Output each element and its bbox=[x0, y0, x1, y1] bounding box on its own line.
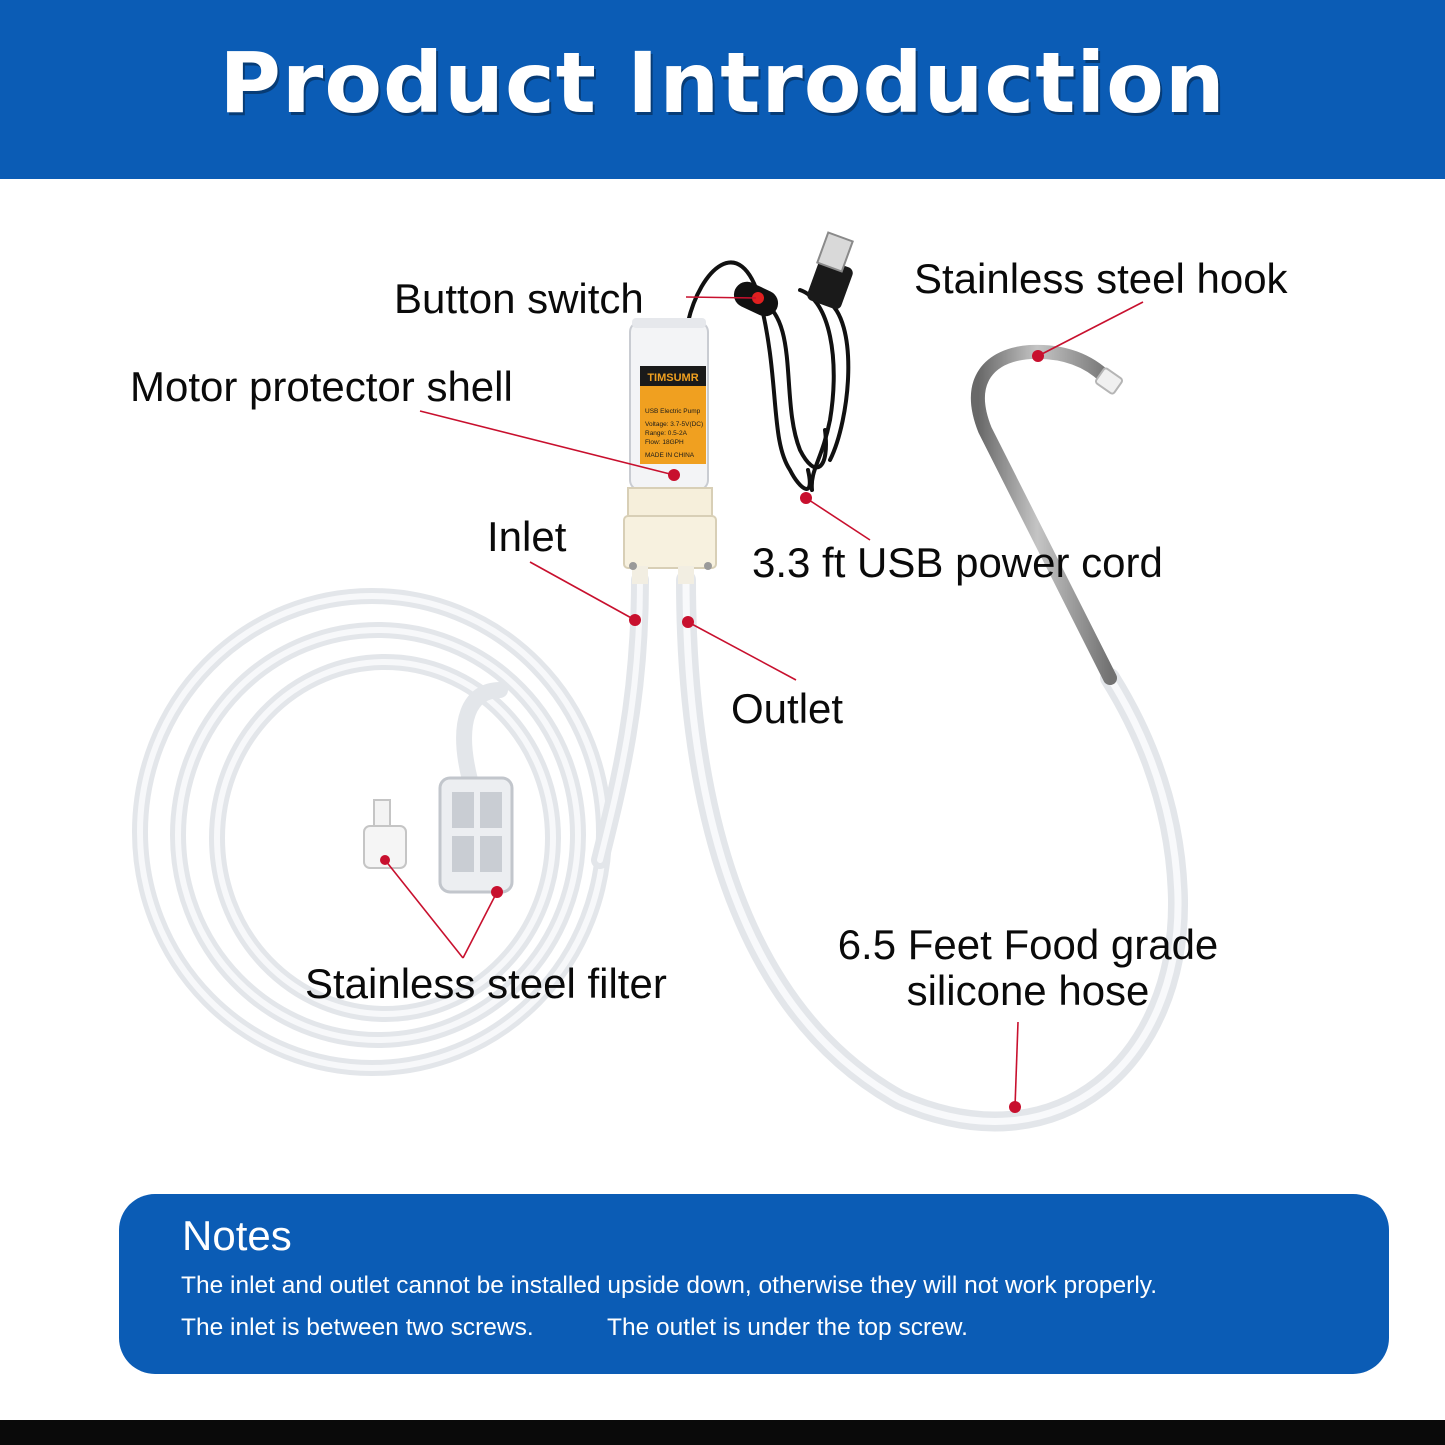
outlet-hose bbox=[676, 570, 1189, 1132]
pump-spec-1: USB Electric Pump bbox=[645, 408, 701, 415]
notes-line-2a: The inlet is between two screws. bbox=[181, 1314, 534, 1341]
notes-title: Notes bbox=[182, 1212, 292, 1259]
label-button-switch: Button switch bbox=[394, 275, 644, 322]
pump-spec-2: Voltage: 3.7-5V(DC) bbox=[645, 421, 703, 428]
notes-line-2b: The outlet is under the top screw. bbox=[607, 1314, 968, 1341]
pump-spec-4: Flow: 18GPH bbox=[645, 439, 684, 446]
label-inlet: Inlet bbox=[487, 513, 567, 560]
label-motor-shell: Motor protector shell bbox=[130, 363, 513, 410]
label-hose-line1: 6.5 Feet Food grade bbox=[837, 921, 1219, 968]
leader-dots bbox=[491, 350, 1044, 1113]
label-usb-cord: 3.3 ft USB power cord bbox=[752, 539, 1163, 586]
usb-cord bbox=[686, 260, 851, 492]
leader-lines bbox=[384, 296, 1144, 1108]
button-switch bbox=[733, 281, 779, 317]
header-banner: Product Introduction bbox=[0, 0, 1445, 179]
label-outlet: Outlet bbox=[731, 685, 844, 732]
label-hook: Stainless steel hook bbox=[914, 255, 1288, 302]
bottom-bar bbox=[0, 1420, 1445, 1445]
usb-plug bbox=[807, 231, 854, 310]
pump-label: TIMSUMR USB Electric Pump Voltage: 3.7-5… bbox=[645, 372, 703, 459]
pump-spec-3: Range: 0.5-2A bbox=[645, 430, 688, 437]
label-hose-line2: silicone hose bbox=[906, 967, 1150, 1015]
product-illustration: TIMSUMR USB Electric Pump Voltage: 3.7-5… bbox=[132, 231, 1189, 1132]
filter-hose bbox=[456, 682, 508, 788]
label-filter: Stainless steel filter bbox=[305, 960, 667, 1007]
notes-line-1: The inlet and outlet cannot be installed… bbox=[181, 1272, 1158, 1299]
pump-spec-5: MADE IN CHINA bbox=[645, 452, 695, 459]
inlet-nozzle bbox=[363, 799, 407, 869]
notes-panel: Notes The inlet and outlet cannot be ins… bbox=[119, 1194, 1389, 1374]
page-title: Product Introduction bbox=[219, 33, 1226, 132]
stainless-filter bbox=[438, 776, 514, 894]
pump-brand: TIMSUMR bbox=[647, 372, 698, 384]
pump-body bbox=[623, 318, 717, 584]
label-hose: 6.5 Feet Food grade silicone hose bbox=[812, 921, 1244, 1015]
stainless-hook bbox=[970, 344, 1123, 685]
